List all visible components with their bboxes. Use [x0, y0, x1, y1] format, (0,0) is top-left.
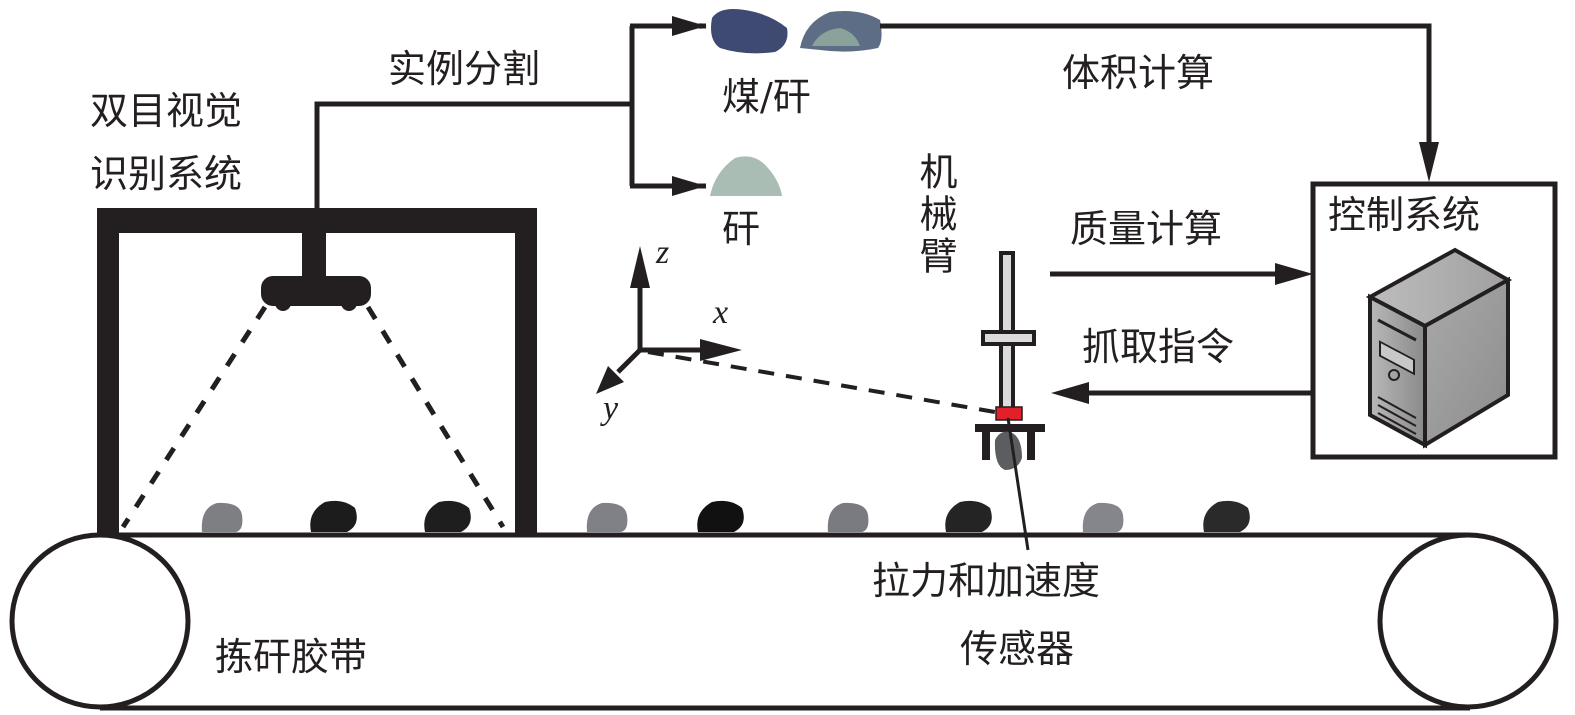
segmentation-flow — [314, 16, 707, 210]
camera-fov-right — [365, 305, 506, 529]
grab-command-arrow — [1051, 382, 1313, 404]
sensor-label-line2: 传感器 — [960, 627, 1075, 671]
coal-gangue-label: 煤/矸 — [722, 75, 811, 119]
sensor-leader-line — [1006, 417, 1030, 551]
right-roller — [1377, 532, 1559, 710]
conveyor-belt-label: 拣矸胶带 — [215, 635, 368, 679]
conveyor-belt — [9, 532, 1559, 711]
gangue-stone — [201, 502, 243, 532]
gangue-label: 矸 — [722, 207, 761, 251]
vision-system-label-line2: 识别系统 — [90, 152, 243, 196]
coal-stone — [697, 500, 744, 532]
camera-fov-left — [120, 305, 268, 529]
gangue-stone — [827, 502, 869, 532]
robot-arm — [975, 251, 1045, 551]
left-roller — [9, 532, 191, 710]
coal-stone — [310, 500, 357, 532]
vision-system-label-line1: 双目视觉 — [90, 89, 243, 133]
volume-flow — [880, 23, 1439, 182]
z-axis-label: z — [656, 234, 670, 271]
gangue-segment-image — [710, 156, 782, 196]
gangue-stone — [1082, 502, 1124, 532]
segmented-stones — [710, 9, 882, 196]
coal-stone — [945, 500, 992, 532]
control-system-label: 控制系统 — [1328, 193, 1481, 237]
gangue-stone — [586, 502, 628, 532]
grab-command-label: 抓取指令 — [1082, 325, 1235, 369]
instance-segmentation-label: 实例分割 — [388, 47, 541, 91]
reference-dashed-line — [647, 350, 996, 414]
volume-calc-label: 体积计算 — [1062, 51, 1215, 95]
y-axis-label: y — [603, 390, 619, 427]
coal-segment-image — [711, 9, 788, 54]
sensor-label-line1: 拉力和加速度 — [872, 559, 1101, 603]
y-axis — [616, 348, 642, 374]
mass-calc-arrow — [1050, 263, 1313, 285]
mass-calc-label: 质量计算 — [1070, 207, 1223, 251]
grabbed-stone — [994, 431, 1022, 470]
coal-stone — [424, 500, 471, 532]
stereo-camera-icon — [261, 276, 371, 311]
robot-arm-label: 机械臂 — [913, 152, 957, 278]
server-icon — [1365, 247, 1513, 449]
belt-stones — [201, 500, 1250, 532]
control-system-box — [1310, 181, 1558, 460]
x-axis-label: x — [713, 294, 729, 331]
vision-frame — [97, 208, 537, 535]
coordinate-axes — [596, 246, 996, 414]
coal-stone — [1203, 500, 1250, 532]
